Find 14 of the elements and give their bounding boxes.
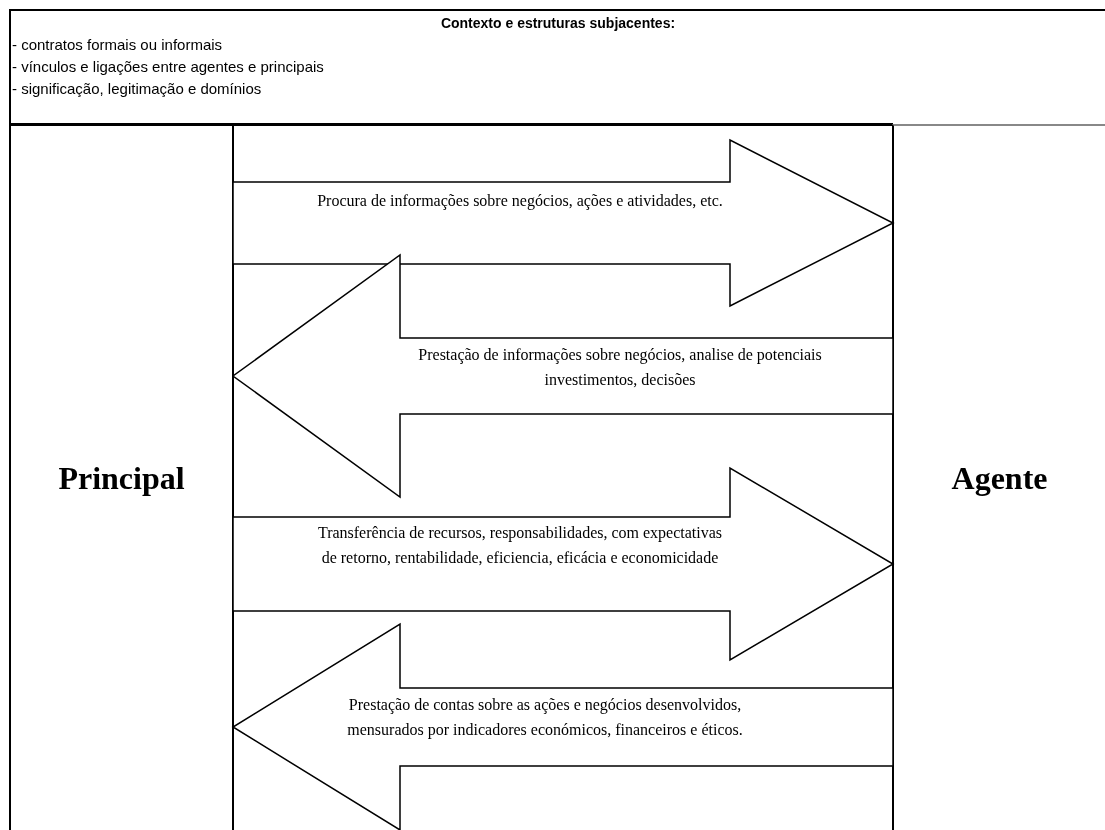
context-list-item: - vínculos e ligações entre agentes e principais — [12, 57, 324, 77]
principal-label: Principal — [58, 458, 185, 498]
block-arrow — [232, 466, 895, 662]
edge-label: Procura de informações sobre negócios, ações e atividades, etc. — [316, 191, 724, 212]
block-arrow — [232, 138, 895, 308]
context-list-item: - contratos formais ou informais — [12, 35, 223, 55]
edge-label: Prestação de contas sobre as ações e negócios desenvolvidos, mensurados por indicadores económicos, financeiros e éticos. — [346, 695, 744, 741]
block-arrow — [231, 622, 894, 830]
context-list-item: - significação, legitimação e domínios — [12, 79, 262, 99]
context-heading: Contexto e estruturas subjacentes: — [440, 14, 676, 33]
block-arrow — [231, 253, 894, 499]
edge-label: Transferência de recursos, responsabilidades, com expectativas de retorno, rentabilidade, eficiencia, eficácia e economicidade — [316, 523, 724, 568]
edge-label: Prestação de informações sobre negócios, analise de potenciais investimentos, decisões — [417, 345, 823, 390]
agente-label: Agente — [951, 459, 1048, 498]
